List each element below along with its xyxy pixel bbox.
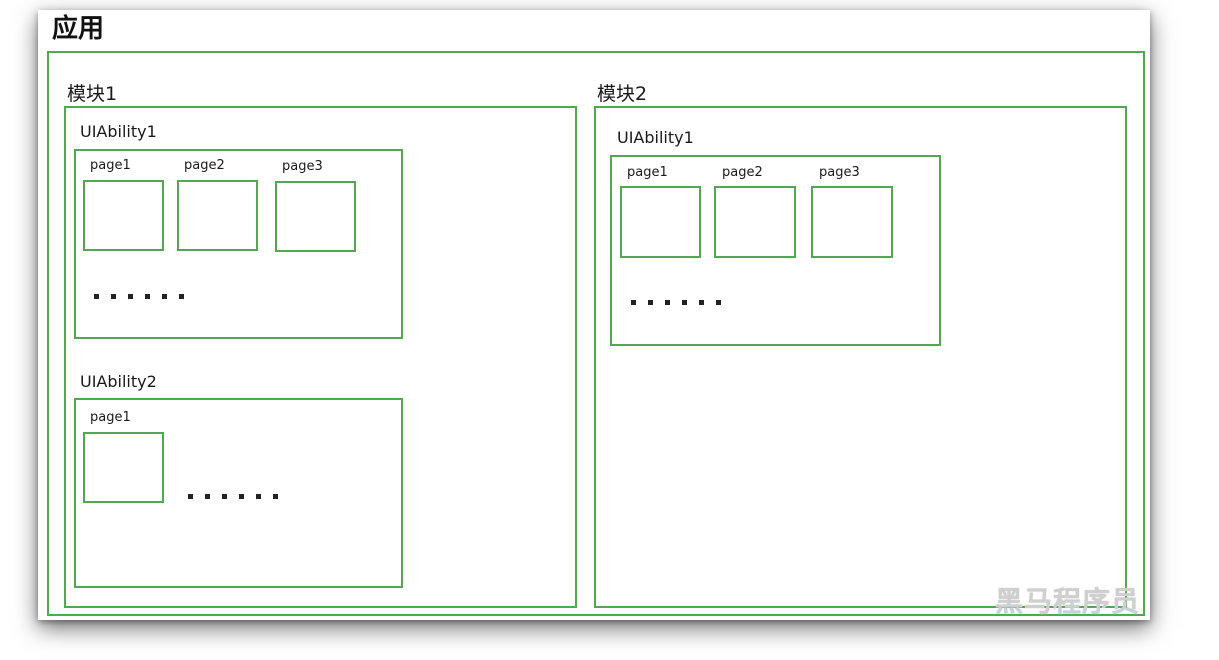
- module-1-ability-1-box: [74, 149, 403, 339]
- module-1-label: 模块1: [67, 83, 118, 105]
- m2-a1-page-2-label: page2: [722, 165, 763, 180]
- module-2-label: 模块2: [597, 83, 648, 105]
- m1-a1-page-1-box: [83, 180, 164, 251]
- app-title: 应用: [52, 14, 105, 44]
- m1-a2-page-1-box: [83, 432, 164, 503]
- module-1-ability-2-label: UIAbility2: [80, 372, 157, 391]
- module-1-ability-2-box: [74, 398, 403, 588]
- m2-a1-page-3-box: [811, 186, 893, 258]
- m2-a1-page-1-label: page1: [627, 165, 668, 180]
- m2-a1-page-2-box: [714, 186, 796, 258]
- module-2-box: [594, 106, 1127, 608]
- module-1-box: [64, 106, 577, 608]
- m1-a1-page-1-label: page1: [90, 158, 131, 173]
- m2-a1-page-3-label: page3: [819, 165, 860, 180]
- app-box: [47, 51, 1145, 616]
- module-2-ability-1-box: [610, 155, 941, 346]
- m1-a1-page-3-box: [275, 181, 356, 252]
- m1-a1-page-2-box: [177, 180, 258, 251]
- m2-a1-page-1-box: [620, 186, 701, 258]
- m1-a2-page-1-label: page1: [90, 410, 131, 425]
- module-1-ability-1-label: UIAbility1: [80, 122, 157, 141]
- m1-a1-page-3-label: page3: [282, 159, 323, 174]
- watermark-logo: 黑马程序员: [995, 585, 1141, 618]
- m1-a1-ellipsis: [94, 294, 196, 299]
- module-2-ability-1-label: UIAbility1: [617, 128, 694, 147]
- m1-a2-ellipsis: [188, 494, 290, 499]
- m1-a1-page-2-label: page2: [184, 158, 225, 173]
- m2-a1-ellipsis: [631, 300, 733, 305]
